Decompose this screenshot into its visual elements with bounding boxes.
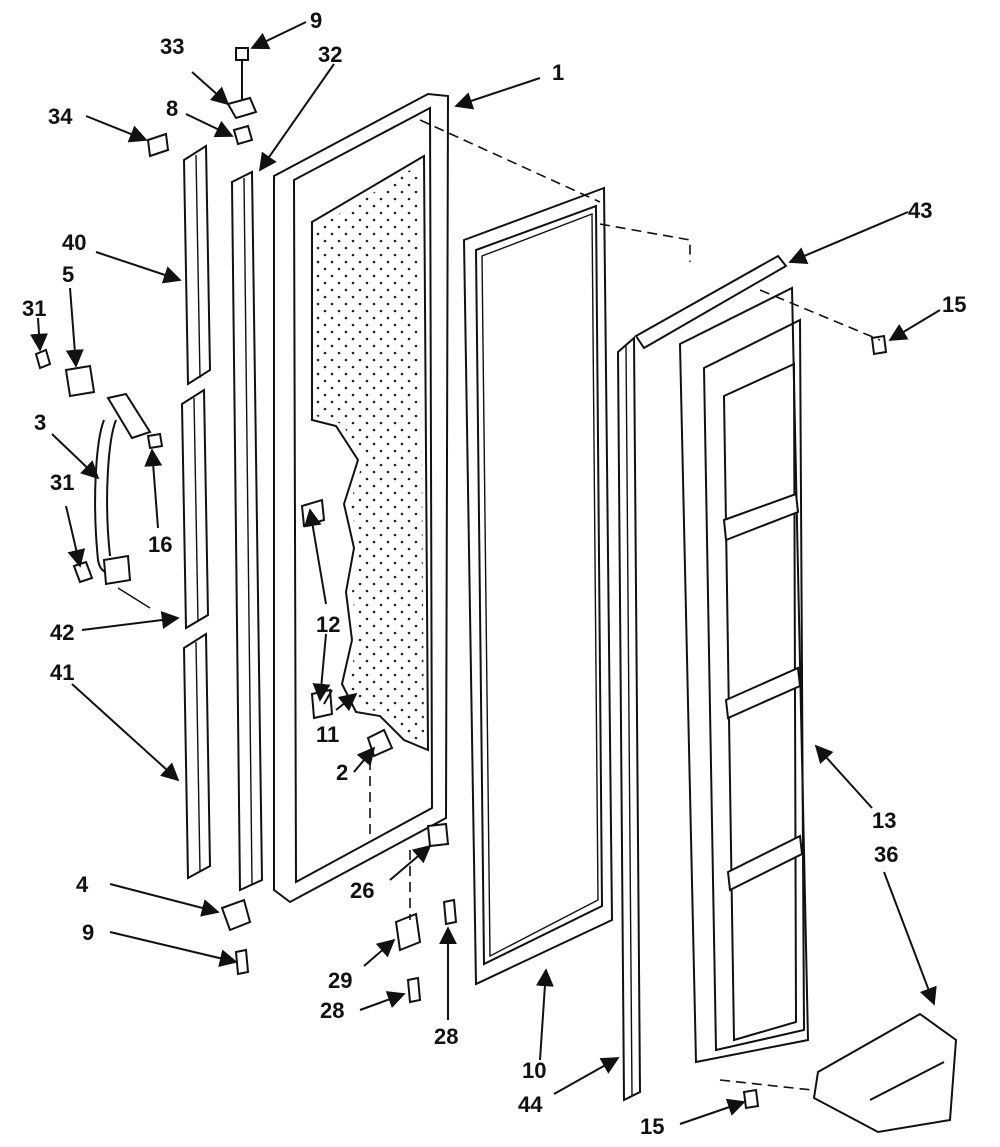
callout-43: 43: [908, 198, 932, 223]
callout-15-bottom: 15: [640, 1114, 664, 1139]
part-43-top-cap: [634, 254, 788, 350]
callout-3: 3: [34, 410, 46, 435]
callout-1: 1: [552, 60, 564, 85]
callout-31-mid: 31: [50, 470, 74, 495]
callout-34: 34: [48, 104, 73, 129]
assembly-lines: [369, 119, 881, 1091]
callout-labels: 9 33 32 1 34 8 40 5 31 3 16 31 42 41 12 …: [22, 8, 966, 1139]
part-1-door-panel: [273, 92, 450, 904]
part-32-side-trim: [230, 170, 264, 892]
callout-33: 33: [160, 34, 184, 59]
callout-8: 8: [166, 96, 178, 121]
leader-lines: [30, 21, 941, 1125]
callout-5: 5: [62, 262, 74, 287]
callout-31-top: 31: [22, 296, 46, 321]
callout-9-bottom: 9: [82, 920, 94, 945]
callout-15-top: 15: [942, 292, 966, 317]
callout-16: 16: [148, 532, 172, 557]
callout-36: 36: [874, 842, 898, 867]
callout-42: 42: [50, 620, 74, 645]
callout-29: 29: [328, 968, 352, 993]
part-40-trim-strip: [182, 144, 212, 386]
part-bottom-hardware: [220, 334, 888, 1110]
part-top-hinge-assembly: [226, 47, 258, 146]
part-13-door-liner: [678, 286, 810, 1064]
part-10-door-gasket: [462, 186, 614, 986]
callout-28-right: 28: [434, 1024, 458, 1049]
part-41-trim-strip: [182, 632, 212, 880]
callout-11: 11: [316, 722, 339, 747]
part-36-door-bin: [812, 1012, 958, 1134]
callout-44: 44: [518, 1092, 543, 1117]
part-44-trim: [616, 335, 642, 1102]
callout-12: 12: [316, 612, 340, 637]
callout-10: 10: [522, 1058, 546, 1083]
callout-28-left: 28: [320, 998, 344, 1023]
callout-13: 13: [872, 808, 896, 833]
callout-9-top: 9: [310, 8, 322, 33]
callout-2: 2: [336, 760, 348, 785]
callout-32: 32: [318, 42, 342, 67]
callout-4: 4: [76, 872, 89, 897]
part-42-trim-strip: [180, 388, 210, 630]
callout-40: 40: [62, 230, 86, 255]
callout-41: 41: [50, 660, 74, 685]
callout-26: 26: [350, 878, 374, 903]
part-34-clip: [146, 132, 170, 158]
